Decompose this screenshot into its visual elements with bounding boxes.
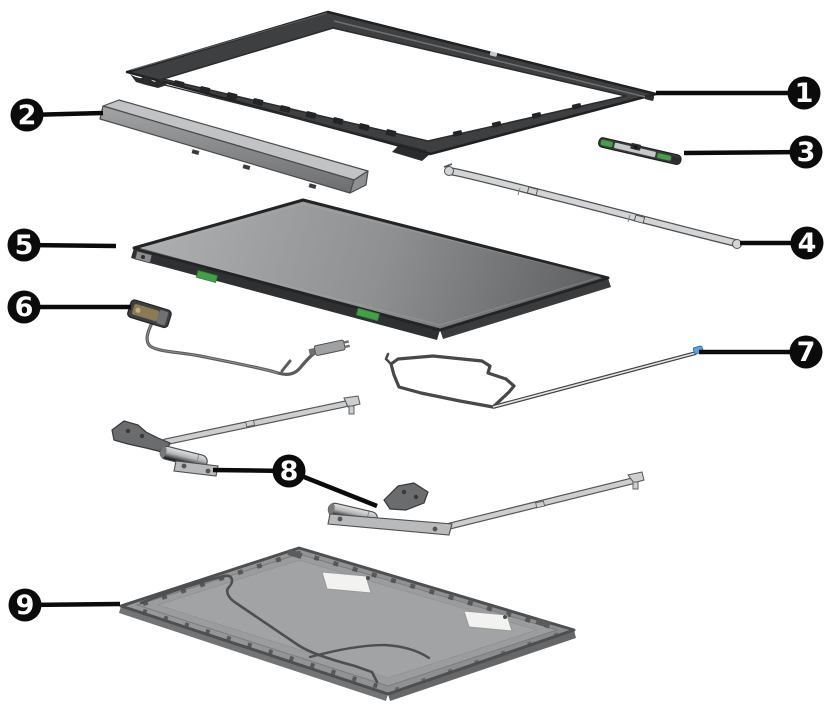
bezel-camera-notch xyxy=(489,51,498,57)
callout-leader-line xyxy=(683,149,807,156)
panel-connector-tabs xyxy=(195,270,380,322)
callout-number: 4 xyxy=(798,228,817,259)
camera-cable-connector xyxy=(127,299,172,329)
callout-badge xyxy=(787,76,821,110)
callout-badge xyxy=(7,228,41,262)
callout-3-camera-module: 3 xyxy=(683,135,823,169)
hinge-cover xyxy=(99,99,369,194)
callout-badge xyxy=(272,454,306,488)
display-bracket xyxy=(443,163,742,249)
bezel-clips xyxy=(173,80,582,137)
callout-7-antenna-cable: 7 xyxy=(699,335,823,369)
callout-2-hinge-cover: 2 xyxy=(10,98,104,132)
callout-1-display-bezel: 1 xyxy=(656,76,821,110)
callout-9-display-back-cover: 9 xyxy=(8,588,121,622)
callout-badge xyxy=(10,98,44,132)
callout-number: 6 xyxy=(15,292,34,323)
camera-cable-end xyxy=(308,339,351,356)
callout-number: 7 xyxy=(797,337,816,368)
callout-badge xyxy=(7,290,41,324)
callout-badge xyxy=(789,335,823,369)
callout-badge xyxy=(789,135,823,169)
camera-cable xyxy=(127,299,351,376)
display-bezel xyxy=(125,10,658,161)
display-panel xyxy=(131,198,611,340)
antenna-cable xyxy=(384,345,704,409)
callout-4-display-bracket: 4 xyxy=(740,226,824,260)
camera-lens xyxy=(633,145,638,150)
callout-number: 3 xyxy=(797,137,816,168)
callout-badge xyxy=(8,588,42,622)
hinge-left xyxy=(111,395,361,477)
callout-number: 9 xyxy=(16,590,35,621)
callout-badge xyxy=(790,226,824,260)
callout-6-camera-cable: 6 xyxy=(7,290,131,324)
callout-5-display-panel: 5 xyxy=(7,228,117,262)
callout-number: 1 xyxy=(795,78,814,109)
hinge-right xyxy=(327,471,645,536)
callout-number: 5 xyxy=(15,230,34,261)
callout-8-hinges: 8 xyxy=(212,454,378,509)
camera-module xyxy=(598,137,682,165)
display-back-cover xyxy=(119,546,576,701)
antenna-patches xyxy=(321,571,513,632)
callout-number: 8 xyxy=(280,456,299,487)
callout-number: 2 xyxy=(18,100,37,131)
